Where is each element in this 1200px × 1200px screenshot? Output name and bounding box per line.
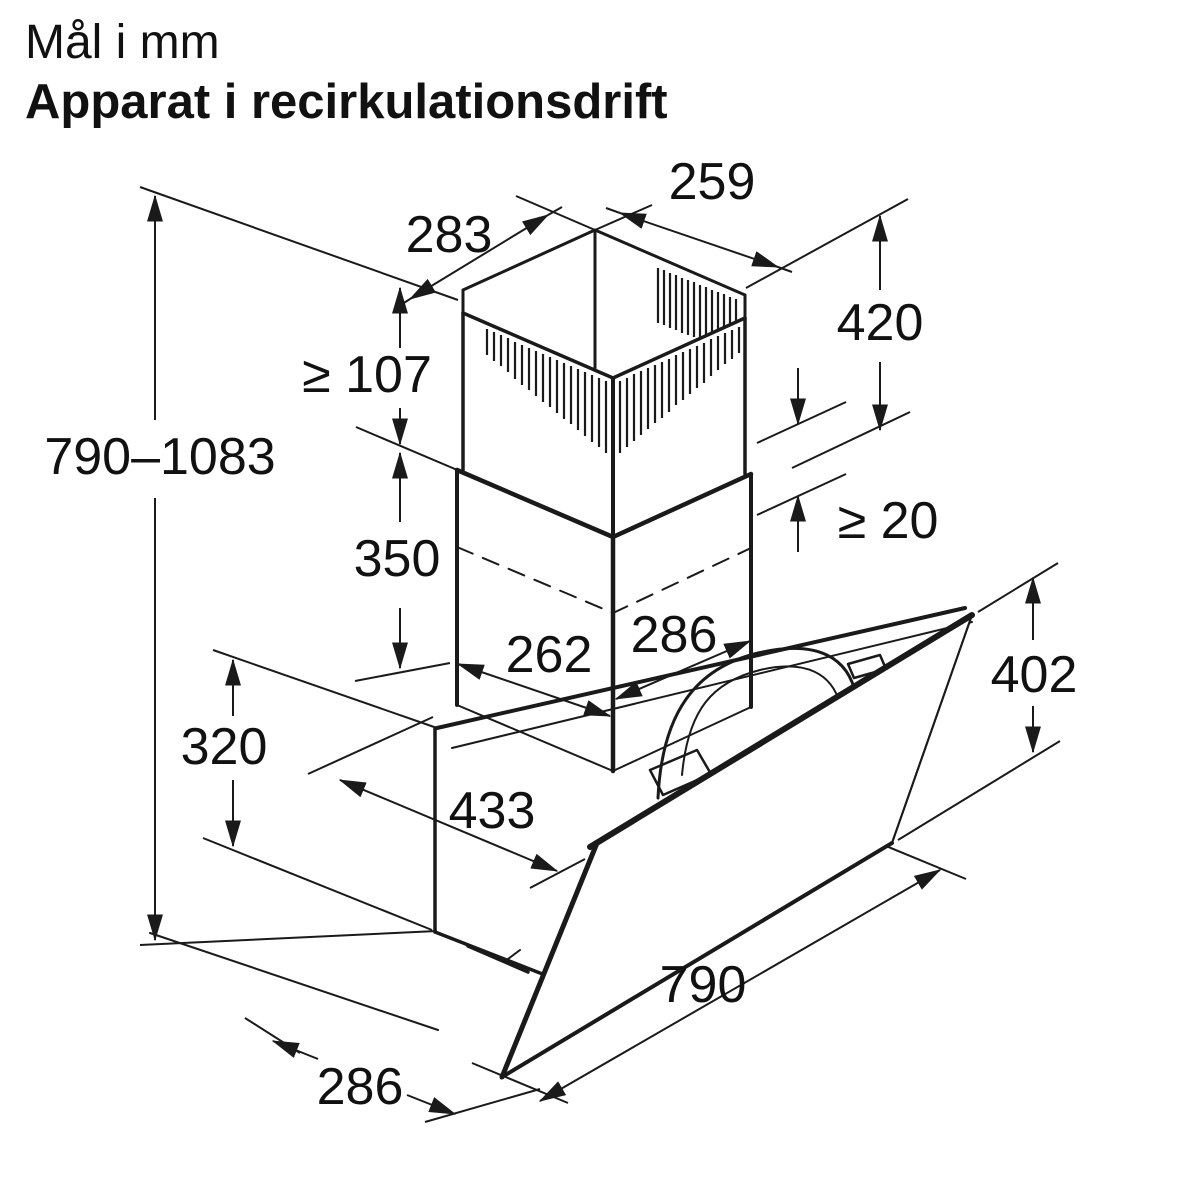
- drawing-units-label: Mål i mm: [25, 16, 220, 69]
- ext-top: [212, 649, 438, 729]
- dim-label-107: ≥ 107: [302, 346, 432, 404]
- vent-slots-left: [485, 329, 608, 453]
- dim-label-262: 262: [506, 626, 593, 684]
- title-block: Mål i mm Apparat i recirkulationsdrift: [25, 16, 668, 129]
- dim-line-left: [271, 1040, 319, 1060]
- motor-housing-outline: [656, 646, 866, 800]
- ext-left: [471, 1062, 569, 1104]
- ext-upper: [307, 716, 434, 775]
- dim-chimney-lower-depth: 286: [614, 606, 752, 700]
- ext-bottom: [791, 411, 911, 469]
- ext-upper: [756, 401, 847, 444]
- hidden-inner-edge-dashed: [456, 546, 752, 614]
- overhang-right: [777, 266, 793, 273]
- dim-chimney-lower-height: 350: [354, 451, 451, 682]
- dim-line: [618, 212, 780, 268]
- ext-bottom: [202, 837, 433, 931]
- upper-front-left-top-edge: [461, 311, 615, 380]
- ext-right: [885, 845, 967, 880]
- ext-back-left-edge: [594, 204, 653, 231]
- ext-bottom: [139, 930, 438, 946]
- overhang-left: [395, 298, 411, 309]
- glass-top-edge: [587, 612, 975, 850]
- ext-bottom: [897, 740, 1061, 841]
- dim-label-20: ≥ 20: [838, 492, 939, 550]
- dim-label-420: 420: [837, 294, 924, 352]
- dim-chimney-top-width: 283: [395, 206, 563, 309]
- dim-glass-panel-height: 402: [897, 562, 1078, 841]
- dim-line: [456, 663, 612, 717]
- wall-baseline: [149, 932, 439, 1031]
- motor-housing-inner: [681, 665, 841, 776]
- chimney-upper-section: [461, 195, 747, 539]
- dim-body-depth-bottom: 286: [244, 1017, 541, 1123]
- dim-line: [408, 214, 550, 300]
- dim-min-clearance-top: ≥ 107: [302, 286, 463, 473]
- lower-top-left-edge: [454, 467, 616, 540]
- dim-min-overlap: ≥ 20: [756, 368, 939, 552]
- upper-front-right-top-edge: [611, 316, 747, 380]
- dim-line-right: [406, 1094, 457, 1115]
- lower-top-right-edge: [610, 471, 754, 540]
- vent-slots-right: [618, 327, 741, 453]
- dim-label-286-bottom: 286: [317, 1058, 404, 1116]
- hood-bottom-front-edge: [466, 944, 530, 974]
- overhang-left: [605, 207, 621, 214]
- ext-bottom: [354, 662, 451, 682]
- ext-top: [977, 562, 1059, 613]
- ext-top: [139, 186, 459, 301]
- dim-glass-panel-width: 790: [471, 845, 967, 1104]
- hood-bottom-step: [503, 949, 521, 963]
- dim-label-402: 402: [991, 646, 1078, 704]
- dim-label-320: 320: [181, 718, 268, 776]
- overhang-right: [547, 206, 563, 216]
- dim-line: [614, 640, 752, 700]
- dim-chimney-lower-width: 262: [456, 626, 612, 717]
- dim-label-790: 790: [660, 956, 747, 1014]
- ext-right: [424, 1088, 541, 1123]
- ext-back-right-edge: [515, 195, 596, 231]
- dim-chimney-upper-height: 420: [745, 198, 924, 469]
- ext-top: [745, 198, 909, 289]
- dim-label-overall-height: 790–1083: [44, 428, 275, 486]
- dim-body-height: 320: [181, 649, 438, 931]
- drawing-mode-label: Apparat i recirkulationsdrift: [25, 75, 668, 129]
- dim-label-283: 283: [406, 206, 493, 264]
- hood-bottom-left-edge: [433, 930, 547, 977]
- dim-line: [538, 869, 942, 1102]
- dim-line: [338, 779, 559, 872]
- dim-overall-height: 790–1083: [44, 186, 459, 946]
- dim-label-286-mid: 286: [631, 606, 718, 664]
- dim-label-259: 259: [669, 153, 756, 211]
- dim-chimney-top-depth: 259: [605, 153, 793, 273]
- dim-label-433: 433: [449, 782, 536, 840]
- lower-bottom-right-edge: [612, 706, 752, 772]
- ext-lower: [756, 473, 847, 516]
- glass-right-edge: [891, 614, 973, 844]
- dim-label-350: 350: [354, 530, 441, 588]
- ext-bottom: [355, 426, 463, 473]
- vent-slots-inner: [656, 268, 738, 338]
